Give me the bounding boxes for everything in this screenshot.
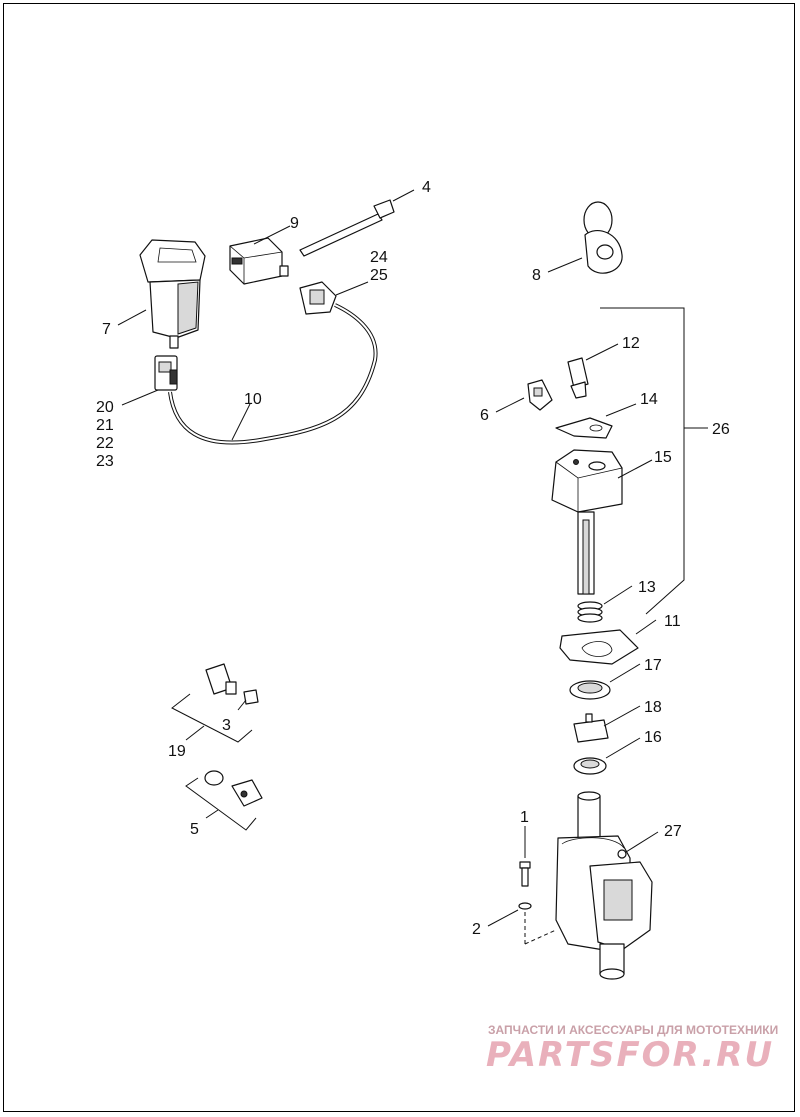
callout-9: 9 [290, 215, 299, 232]
callout-8: 8 [532, 267, 541, 284]
part-3-terminal [243, 689, 259, 705]
watermark: ЗАПЧАСТИ И АКСЕССУАРЫ ДЛЯ МОТОТЕХНИКИ PA… [486, 1023, 778, 1075]
part-18-retainer [573, 713, 609, 743]
callout-12: 12 [622, 335, 640, 352]
leader-lines [117, 189, 708, 927]
callout-22: 22 [96, 435, 114, 452]
part-4-cable-tie [299, 199, 395, 257]
part-1-screw [519, 861, 531, 887]
callout-2: 2 [472, 921, 481, 938]
part-15-knob [551, 449, 623, 595]
watermark-tagline: ЗАПЧАСТИ И АКСЕССУАРЫ ДЛЯ МОТОТЕХНИКИ [488, 1023, 778, 1037]
part-10-wire-harness [168, 303, 378, 445]
part-11-gasket [559, 629, 639, 665]
part-5-fitting [204, 770, 263, 807]
part-2-washer [518, 902, 532, 910]
part-6-key-blank [527, 379, 553, 411]
callout-25: 25 [370, 267, 388, 284]
callout-24: 24 [370, 249, 388, 266]
callout-10: 10 [244, 391, 262, 408]
callout-17: 17 [644, 657, 662, 674]
part-16-bushing [573, 757, 607, 775]
callout-4: 4 [422, 179, 431, 196]
part-27-switch-body [555, 791, 653, 980]
part-13-spring [577, 601, 603, 623]
callout-26: 26 [712, 421, 730, 438]
part-19-sensor [205, 663, 237, 695]
callout-19: 19 [168, 743, 186, 760]
callout-21: 21 [96, 417, 114, 434]
callout-3: 3 [222, 717, 231, 734]
callout-23: 23 [96, 453, 114, 470]
callout-labels: 1 2 3 4 5 6 7 8 9 10 11 12 13 14 15 16 1… [96, 179, 730, 938]
page-frame [3, 3, 795, 1112]
callout-18: 18 [644, 699, 662, 716]
part-12-key [567, 357, 589, 399]
part-8-key-tag [583, 201, 623, 274]
callout-15: 15 [654, 449, 672, 466]
callout-27: 27 [664, 823, 682, 840]
part-9-connector-body [229, 237, 289, 285]
callout-1: 1 [520, 809, 529, 826]
callout-11: 11 [664, 613, 681, 630]
part-7-switch-housing [139, 239, 206, 349]
callout-20: 20 [96, 399, 114, 416]
watermark-brand: PARTSFOR.RU [486, 1035, 774, 1075]
callout-7: 7 [102, 321, 111, 338]
part-14-plate [555, 417, 613, 439]
callout-16: 16 [644, 729, 662, 746]
callout-14: 14 [640, 391, 658, 408]
part-24-connector [299, 281, 337, 315]
callout-13: 13 [638, 579, 656, 596]
callout-6: 6 [480, 407, 489, 424]
callout-5: 5 [190, 821, 199, 838]
part-17-nut [569, 680, 611, 700]
part-20-connector [154, 355, 178, 391]
